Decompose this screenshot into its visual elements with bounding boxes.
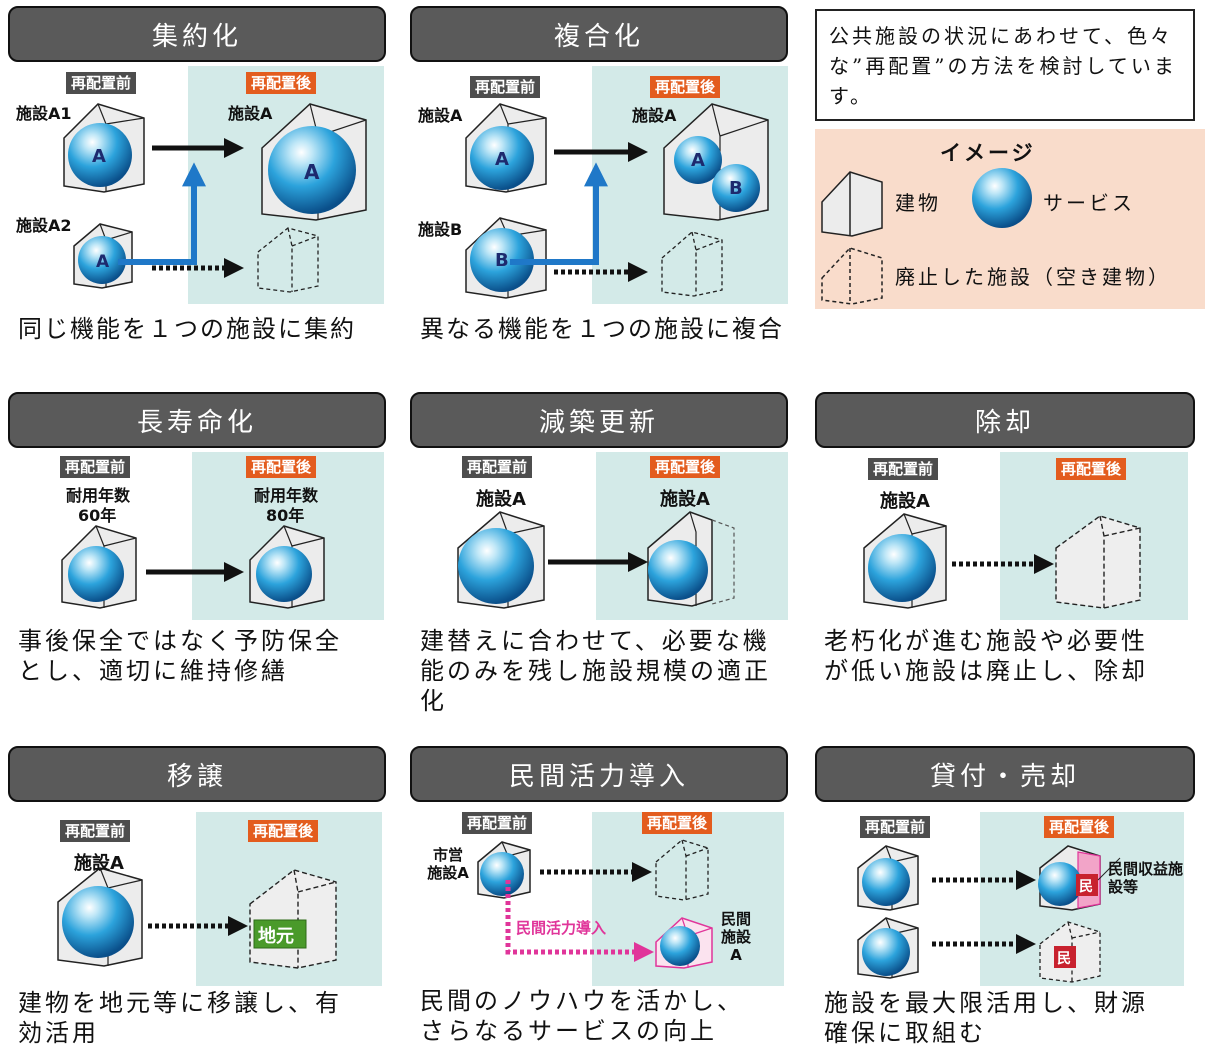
- panel-title-minkan: 民間活力導入: [410, 746, 788, 802]
- service-letter: A: [691, 150, 705, 171]
- caption-jokyaku: 老朽化が進む施設や必要性が低い施設は廃止し、除却: [824, 627, 1148, 685]
- facility-label: 施設A: [632, 106, 677, 125]
- life-label: 耐用年数: [254, 486, 319, 505]
- after-tag: 再配置後: [642, 812, 713, 834]
- service-letter: A: [92, 146, 106, 167]
- before-tag: 再配置前: [66, 72, 137, 94]
- after-area: [592, 66, 788, 304]
- service-letter: B: [729, 178, 743, 199]
- service-sphere: [62, 886, 134, 958]
- panel-title-gensou: 減築更新: [410, 392, 788, 448]
- facility-label: 施設A: [228, 104, 273, 123]
- caption-minkan: 民間のノウハウを活かし、さらなるサービスの向上: [420, 987, 744, 1045]
- panel-title-kashitsuke: 貸付・売却: [815, 746, 1195, 802]
- facility-label: 施設A: [418, 106, 463, 125]
- legend-building-label: 建物: [895, 191, 941, 215]
- after-tag: 再配置後: [1044, 816, 1115, 838]
- facility-label: 施設B: [418, 220, 463, 239]
- house-lease-1: [857, 845, 919, 911]
- private-vitality-arrow-label: 民間活力導入: [516, 919, 607, 937]
- panel-title-jokyaku: 除却: [815, 392, 1195, 448]
- before-tag: 再配置前: [60, 456, 131, 478]
- house-transfer-before: [57, 867, 143, 967]
- service-sphere: [480, 852, 524, 896]
- panel-title-ijo: 移譲: [8, 746, 386, 802]
- caption-shuyaku: 同じ機能を１つの施設に集約: [18, 315, 356, 343]
- before-tag: 再配置前: [462, 456, 533, 478]
- before-tag: 再配置前: [60, 820, 131, 842]
- facility-label: 施設A: [74, 853, 124, 874]
- after-tag: 再配置後: [248, 820, 319, 842]
- legend-box: イメージ 建物 サービス 廃止した施設（空き建物）: [815, 129, 1205, 309]
- legend-service-label: サービス: [1043, 191, 1135, 215]
- before-tag: 再配置前: [470, 76, 541, 98]
- life-years-after: 80年: [266, 506, 305, 525]
- before-tag: 再配置前: [868, 458, 939, 480]
- after-tag: 再配置後: [650, 76, 721, 98]
- house-lease-2: [857, 917, 919, 979]
- revenue-facility-label: 民間収益施設等: [1108, 860, 1184, 896]
- notice-box: 公共施設の状況にあわせて、色々な”再配置”の方法を検討しています。: [815, 9, 1195, 121]
- house-municipal: [477, 841, 531, 899]
- after-area: [188, 66, 384, 304]
- service-letter: B: [495, 250, 509, 271]
- panel-title-fukugo: 複合化: [410, 6, 788, 62]
- legend-abandoned-label: 廃止した施設（空き建物）: [895, 265, 1171, 289]
- house-a: [465, 103, 547, 193]
- life-label: 耐用年数: [66, 486, 131, 505]
- private-facility-label: 民間施設A: [720, 910, 751, 964]
- private-mark: 民: [1057, 951, 1071, 967]
- private-mark: 民: [1079, 879, 1093, 895]
- service-letter: A: [304, 160, 320, 184]
- service-letter: A: [495, 149, 509, 170]
- house-to-demolish: [863, 513, 947, 609]
- after-tag: 再配置後: [1056, 458, 1127, 480]
- panel-title-shuyaku: 集約化: [8, 6, 386, 62]
- service-sphere: [862, 858, 910, 906]
- caption-ijo: 建物を地元等に移譲し、有効活用: [18, 989, 342, 1047]
- service-sphere: [68, 546, 124, 602]
- caption-chojumyo: 事後保全ではなく予防保全とし、適切に維持修繕: [18, 627, 342, 685]
- house-60yr: [61, 525, 137, 609]
- after-tag: 再配置後: [650, 456, 721, 478]
- service-sphere: [862, 928, 910, 976]
- local-badge-text: 地元: [258, 926, 294, 947]
- facility-label: 施設A1: [16, 104, 72, 123]
- facility-label: 施設A: [880, 491, 930, 512]
- before-tag: 再配置前: [860, 816, 931, 838]
- service-sphere: [868, 534, 936, 602]
- caption-kashitsuke: 施設を最大限活用し、財源確保に取組む: [824, 989, 1148, 1047]
- service-letter: A: [96, 252, 110, 272]
- facility-label: 施設A: [660, 489, 710, 510]
- after-tag: 再配置後: [246, 72, 317, 94]
- caption-fukugo: 異なる機能を１つの施設に複合: [420, 315, 784, 343]
- life-years-before: 60年: [78, 506, 117, 525]
- municipal-facility-label: 市営施設A: [427, 846, 469, 882]
- after-tag: 再配置後: [246, 456, 317, 478]
- house-before: [457, 511, 545, 609]
- panel-title-chojumyo: 長寿命化: [8, 392, 386, 448]
- caption-gensou: 建替えに合わせて、必要な機能のみを残し施設規模の適正化: [420, 627, 771, 715]
- facility-label: 施設A: [476, 489, 526, 510]
- facility-label: 施設A2: [16, 216, 72, 235]
- after-area: [980, 812, 1184, 986]
- legend-title: イメージ: [940, 141, 1036, 165]
- service-sphere: [458, 528, 534, 604]
- before-tag: 再配置前: [462, 812, 533, 834]
